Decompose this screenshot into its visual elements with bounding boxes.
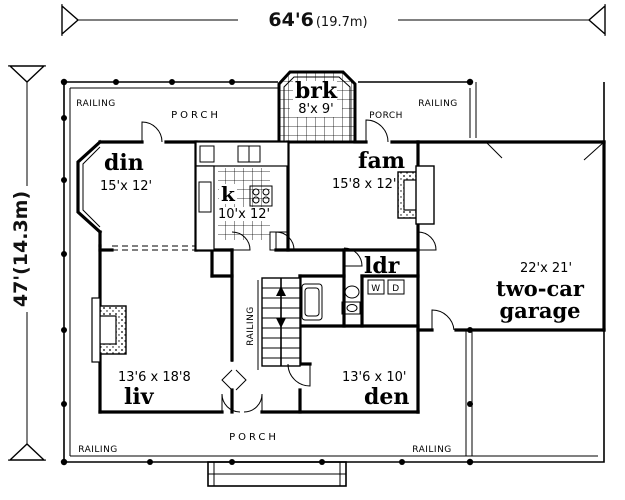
room-liv: 13'6 x 18'8 liv [118, 370, 191, 410]
svg-text:two-car: two-car [496, 276, 585, 301]
svg-text:W: W [371, 284, 380, 294]
svg-text:13'6 x 10': 13'6 x 10' [342, 370, 406, 385]
porch-label-right: PORCH [369, 111, 403, 121]
svg-text:15'8 x 12': 15'8 x 12' [332, 177, 396, 192]
railing-label-top-left: RAILING [76, 99, 116, 109]
svg-text:10'x 12': 10'x 12' [218, 207, 270, 222]
depth-dimension-label: 47'(14.3m) [10, 191, 32, 307]
railing-label-stair: RAILING [246, 306, 256, 346]
room-k: k 10'x 12' [216, 182, 274, 222]
svg-text:din: din [104, 150, 144, 176]
room-brk: brk 8'x 9' [290, 78, 342, 117]
width-dimension: 64'6(19.7m) [61, 4, 606, 36]
svg-text:D: D [392, 284, 399, 294]
porch-label-top: PORCH [171, 110, 221, 121]
room-den: 13'6 x 10' den [342, 370, 409, 410]
svg-text:PORCH: PORCH [229, 432, 279, 443]
svg-text:k: k [221, 182, 236, 206]
room-fam: fam 15'8 x 12' [332, 148, 405, 192]
fireplaces [91, 165, 435, 363]
porch-label-bottom: PORCH [229, 432, 279, 443]
width-dimension-label: 64'6(19.7m) [268, 9, 367, 31]
svg-text:brk: brk [295, 78, 338, 104]
svg-text:22'x 21': 22'x 21' [520, 261, 572, 276]
railing-label-bottom-left: RAILING [78, 445, 118, 455]
porch-posts [60, 78, 474, 466]
railing-label-bottom-right: RAILING [412, 445, 452, 455]
railing-label-top-right: RAILING [418, 99, 458, 109]
svg-text:PORCH: PORCH [171, 110, 221, 121]
svg-text:13'6 x 18'8: 13'6 x 18'8 [118, 370, 191, 385]
svg-text:8'x 9': 8'x 9' [298, 102, 334, 117]
svg-text:liv: liv [124, 384, 155, 410]
doors [141, 119, 605, 413]
dryer: D [392, 284, 399, 294]
svg-text:15'x 12': 15'x 12' [100, 179, 152, 194]
svg-text:fam: fam [358, 148, 405, 174]
bath-fixtures [301, 279, 405, 321]
room-garage: 22'x 21' two-car garage [496, 261, 585, 323]
svg-text:RAILING: RAILING [78, 445, 118, 455]
washer: W [371, 284, 380, 294]
svg-text:RAILING: RAILING [246, 306, 256, 346]
svg-text:RAILING: RAILING [418, 99, 458, 109]
depth-dimension: 47'(14.3m) [8, 65, 46, 461]
svg-text:garage: garage [499, 298, 580, 323]
svg-text:ldr: ldr [364, 253, 400, 279]
stairs [257, 277, 301, 370]
kitchen-counters [195, 141, 289, 251]
svg-text:PORCH: PORCH [369, 111, 403, 121]
room-ldr: ldr [364, 253, 400, 279]
room-din: din 15'x 12' [100, 150, 152, 194]
svg-text:RAILING: RAILING [76, 99, 116, 109]
svg-text:RAILING: RAILING [412, 445, 452, 455]
svg-text:den: den [364, 384, 409, 410]
